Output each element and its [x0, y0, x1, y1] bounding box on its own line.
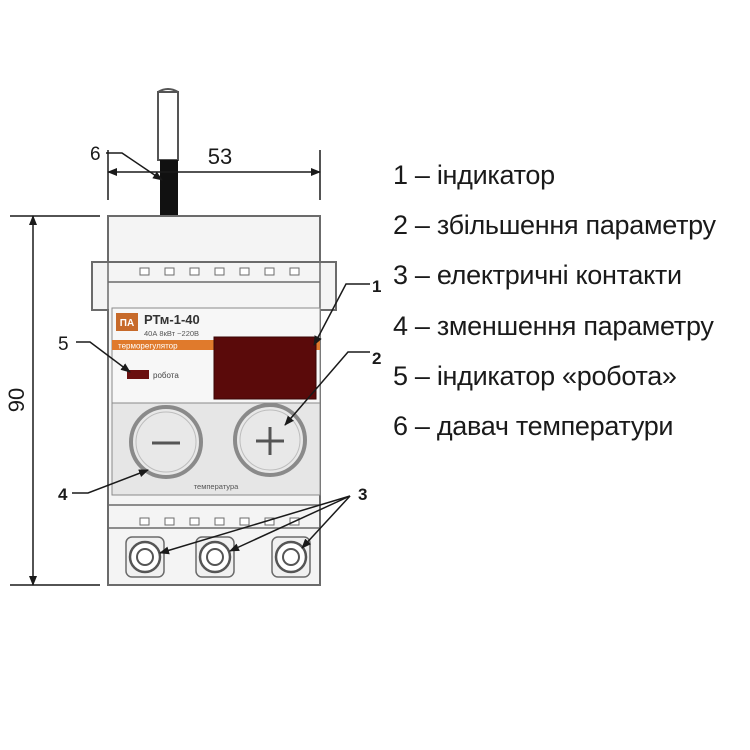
legend-item-6: 6 – давач температури — [393, 410, 674, 441]
callout-3: 3 — [358, 485, 367, 504]
sensor-cable — [157, 88, 179, 216]
indicator-display — [213, 336, 317, 400]
model-name: РТм-1-40 — [144, 312, 200, 327]
plus-button[interactable] — [233, 403, 307, 477]
knob-label: температура — [194, 482, 239, 491]
legend: 1 – індикатор 2 – збільшення параметру 3… — [393, 155, 748, 456]
callout-lines-3 — [159, 495, 351, 555]
callout-6: 6 — [90, 144, 101, 165]
terminal-screw-3 — [271, 536, 311, 578]
callout-line-2 — [284, 351, 370, 426]
callout-1: 1 — [372, 277, 381, 296]
terminal-screw-1 — [125, 536, 165, 578]
callout-2: 2 — [372, 349, 381, 368]
dimension-height — [10, 215, 100, 586]
plus-icon — [256, 427, 284, 455]
callout-line-1 — [313, 283, 370, 346]
callout-5: 5 — [58, 334, 69, 355]
terminal-screw-2 — [195, 536, 235, 578]
work-led-label: робота — [153, 371, 179, 380]
callout-4: 4 — [58, 485, 68, 504]
legend-item-2: 2 – збільшення параметру — [393, 210, 716, 241]
legend-item-3: 3 – електричні контакти — [393, 260, 682, 291]
dimension-height-label: 90 — [4, 388, 29, 412]
callout-line-5 — [76, 341, 131, 373]
legend-item-4: 4 – зменшення параметру — [393, 310, 714, 341]
minus-button[interactable] — [129, 405, 203, 479]
callout-line-6 — [106, 152, 163, 181]
type-band-label: терморегулятор — [118, 342, 178, 351]
device-body — [91, 215, 337, 586]
legend-item-1: 1 – індикатор — [393, 160, 555, 190]
work-led — [127, 370, 149, 379]
dimension-width-label: 53 — [208, 144, 232, 169]
terminal-screws — [125, 536, 311, 578]
model-specs: 40А 8кВт ~220В — [144, 329, 199, 338]
callout-line-4 — [72, 469, 149, 494]
brand-logo-text: ПА — [120, 318, 134, 329]
brand-logo: ПА — [116, 313, 138, 331]
legend-item-5: 5 – індикатор «робота» — [393, 360, 677, 391]
